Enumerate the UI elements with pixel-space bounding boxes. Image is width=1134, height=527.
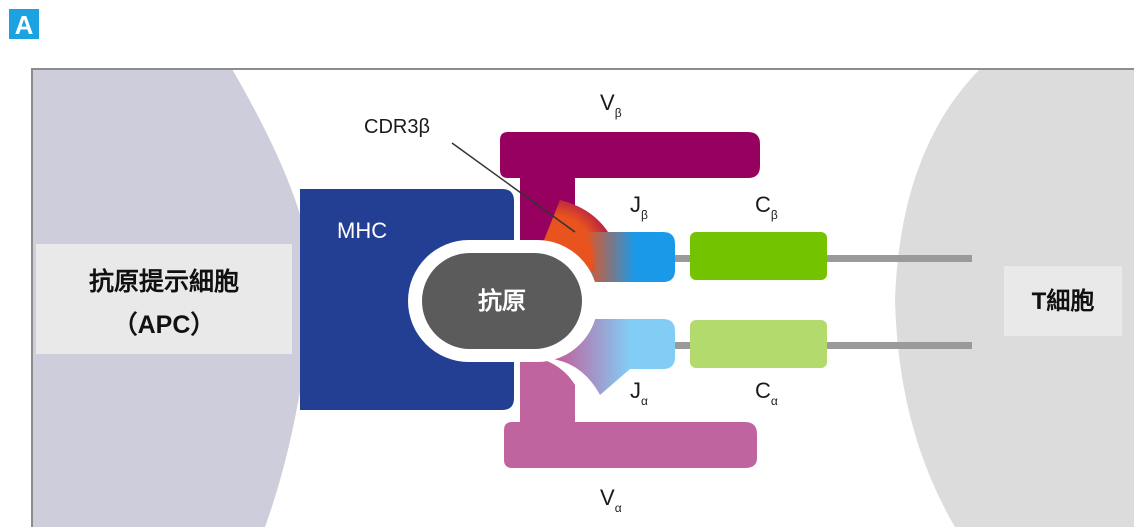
apc-label-line2: （APC） <box>113 310 216 339</box>
j-beta-label: Jβ <box>630 192 648 222</box>
apc-label-box <box>36 244 292 354</box>
cdr3-beta-junction <box>585 232 640 282</box>
t-cell-label-box <box>1004 266 1122 336</box>
c-beta-label: Cβ <box>755 192 778 222</box>
j-alpha-label: Jα <box>630 378 648 408</box>
panel-label-text: A <box>15 10 34 40</box>
c-alpha-label: Cα <box>755 378 778 408</box>
v-beta-label: Vβ <box>600 90 622 120</box>
panel-label-box <box>9 9 39 39</box>
antigen-peptide <box>422 253 582 349</box>
c-beta-segment <box>690 232 827 280</box>
c-alpha-segment <box>690 320 827 368</box>
cdr3-alpha-loop <box>540 319 630 395</box>
v-alpha-label: Vα <box>600 485 622 515</box>
t-cell-label: T細胞 <box>1032 287 1095 315</box>
cdr3b-label: CDR3β <box>364 116 430 138</box>
apc-label-line1: 抗原提示細胞 <box>89 267 239 296</box>
mhc-label: MHC <box>337 218 387 243</box>
cdr3-pointer-line <box>451 142 576 233</box>
panel-label: A <box>9 9 39 40</box>
diagram-frame <box>31 68 1134 527</box>
antigen-label: 抗原 <box>478 287 526 315</box>
v-alpha-region <box>504 355 757 468</box>
